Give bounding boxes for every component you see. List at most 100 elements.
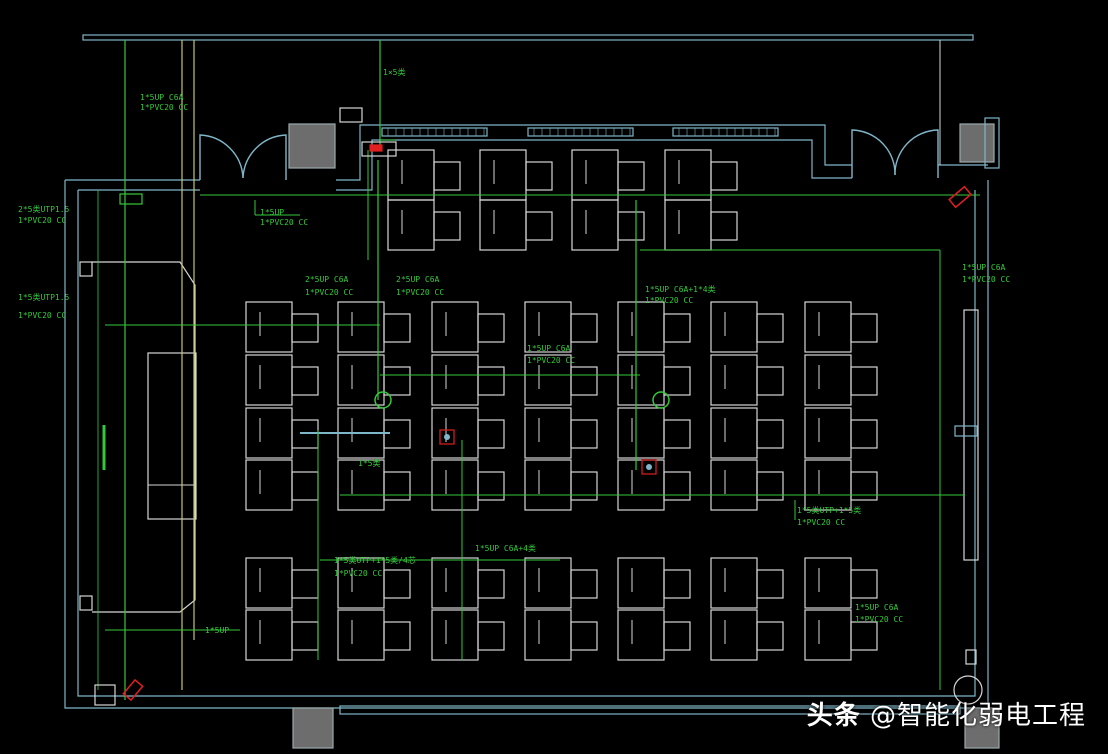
camera-2 — [641, 459, 657, 475]
desk-bot-4-0-chair — [663, 569, 691, 599]
annotation-layer: 1×5类 1*5UP C6A 1*PVC20 CC 2*5类UTP1.5 1*PVC20… — [18, 67, 1010, 635]
window-top-2 — [672, 127, 779, 137]
label-left-2a: 2*5类UTP1.5 — [18, 204, 70, 214]
label-row1-a2: 1*PVC20 CC — [305, 288, 353, 297]
label-row2-a2: 1*PVC20 CC — [334, 569, 382, 578]
label-right-2a: 1*5UP C6A — [855, 603, 899, 612]
label-row1-a1: 2*5UP C6A — [305, 275, 349, 284]
desk-bot-3-1-chair — [570, 621, 598, 651]
wifi-ap-2 — [652, 391, 670, 409]
label-righttop-b: 1*PVC20 CC — [962, 275, 1010, 284]
desk-mid-4-2-chair — [663, 419, 691, 449]
camera-1-lens — [444, 434, 450, 440]
desk-top-3-1-chair — [710, 211, 738, 241]
column-bottom-left — [292, 707, 334, 749]
label-left-1a: 1*5UP C6A — [140, 93, 184, 102]
desk-top-2-1-chair — [617, 211, 645, 241]
desk-mid-4-1-chair — [663, 366, 691, 396]
right-wall-device — [954, 425, 978, 437]
desk-mid-3-3-chair — [570, 471, 598, 501]
desk-bot-6-1-chair — [850, 621, 878, 651]
desk-top-1-1-chair — [525, 211, 553, 241]
left-socket-1 — [79, 261, 93, 277]
desk-mid-1-0-chair — [383, 313, 411, 343]
label-top-riser: 1×5类 — [383, 67, 405, 77]
wifi-ap-1 — [374, 391, 392, 409]
label-row1-b2: 1*PVC20 CC — [396, 288, 444, 297]
label-left-3a: 1*5类UTP1.5 — [18, 292, 70, 302]
label-bottom-left: 1*5UP — [205, 626, 229, 635]
right-cabinet — [963, 309, 979, 561]
label-mid-2: 1*PVC20 CC — [527, 356, 575, 365]
desk-bot-5-0-chair — [756, 569, 784, 599]
outer-wall — [64, 180, 989, 709]
label-right-1b: 1*PVC20 CC — [797, 518, 845, 527]
desk-bot-5-1-chair — [756, 621, 784, 651]
label-right-2b: 1*PVC20 CC — [855, 615, 903, 624]
desk-bot-3-0-chair — [570, 569, 598, 599]
label-row1-c1: 1*5UP C6A+1*4类 — [645, 284, 716, 294]
door-swing-left-1 — [199, 134, 244, 180]
desk-bot-1-1-chair — [383, 621, 411, 651]
desk-mid-3-0-chair — [570, 313, 598, 343]
window-top-0 — [381, 127, 488, 137]
left-cabinet-inner — [147, 352, 197, 520]
label-left-3b: 1*PVC20 CC — [18, 311, 66, 320]
label-row1-c2: 1*PVC20 CC — [645, 296, 693, 305]
bottom-left-box — [94, 684, 116, 706]
desk-mid-2-2-chair — [477, 419, 505, 449]
furniture-layer — [79, 149, 983, 705]
desk-bot-6-0-chair — [850, 569, 878, 599]
inner-wall — [77, 190, 976, 697]
right-wall-pier — [984, 117, 1000, 169]
door-swing-right-2 — [894, 129, 939, 178]
camera-2-lens — [646, 464, 652, 470]
label-topmid-1b: 1*PVC20 CC — [260, 218, 308, 227]
desk-mid-0-0-chair — [291, 313, 319, 343]
label-row2-a1: 1*5类UTP+1*5类/4芯 — [334, 555, 416, 565]
desk-bot-2-1-chair — [477, 621, 505, 651]
window-bottom — [339, 705, 961, 715]
label-topmid-1a: 1*5UP — [260, 208, 284, 217]
top-monitor — [339, 107, 363, 123]
label-righttop-a: 1*5UP C6A — [962, 263, 1006, 272]
top-roof-line — [82, 34, 974, 41]
camera-1 — [439, 429, 455, 445]
right-round-device — [953, 675, 983, 705]
desk-mid-5-3-chair — [756, 471, 784, 501]
desk-mid-5-1-chair — [756, 366, 784, 396]
desk-mid-5-0-chair — [756, 313, 784, 343]
desk-mid-4-3-chair — [663, 471, 691, 501]
window-top-1 — [527, 127, 634, 137]
desk-mid-0-1-chair — [291, 366, 319, 396]
desk-mid-2-0-chair — [477, 313, 505, 343]
desk-top-0-0-chair — [433, 161, 461, 191]
wall-top-window-inner — [336, 139, 852, 191]
watermark: 头条 @智能化弱电工程 — [807, 695, 1086, 732]
desk-mid-1-3-chair — [383, 471, 411, 501]
desk-mid-2-3-chair — [477, 471, 505, 501]
desk-top-0-1-chair — [433, 211, 461, 241]
label-right-1a: 1*5类UTP+1*5类 — [797, 505, 861, 515]
label-left-2b: 1*PVC20 CC — [18, 216, 66, 225]
desk-mid-3-2-chair — [570, 419, 598, 449]
left-cabinet-outline — [92, 261, 196, 613]
desk-mid-6-2-chair — [850, 419, 878, 449]
desk-bot-1-0-chair — [383, 569, 411, 599]
door-swing-right-1 — [851, 129, 896, 178]
label-center-small: 1*5类 — [358, 458, 380, 468]
watermark-brand: 头条 — [806, 701, 861, 731]
label-mid-1: 1*5UP C6A — [527, 344, 571, 353]
label-row1-b1: 2*5UP C6A — [396, 275, 440, 284]
column-top-left — [288, 123, 336, 169]
label-row2-b1: 1*5UP C6A+4类 — [475, 543, 536, 553]
left-socket-2 — [79, 595, 93, 611]
wall-top-window — [336, 124, 852, 181]
desk-mid-6-1-chair — [850, 366, 878, 396]
walls-layer — [64, 34, 1000, 749]
desk-mid-3-1-chair — [570, 366, 598, 396]
column-bottom-right — [964, 707, 1000, 749]
desk-mid-6-3-chair — [850, 471, 878, 501]
